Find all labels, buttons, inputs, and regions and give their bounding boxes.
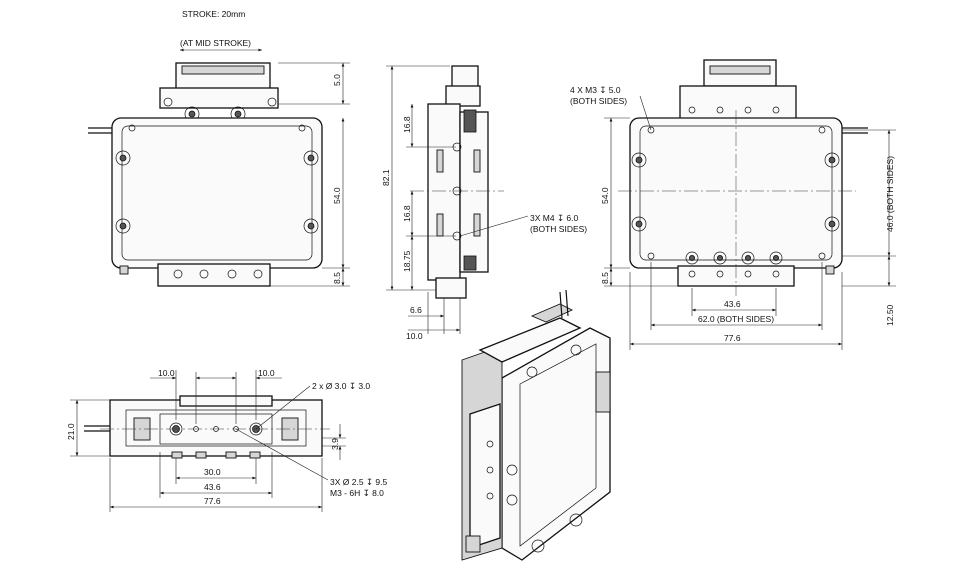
m3-holes-note-1: 4 X M3 ↧ 5.0	[570, 85, 621, 95]
dim-side-d1: 16.8	[402, 116, 412, 133]
dim-back-inner: 43.6	[724, 299, 741, 309]
dim-front-top: 5.0	[332, 74, 342, 86]
m4-holes-note-1: 3X M4 ↧ 6.0	[530, 213, 579, 223]
dim-top-left: 10.0	[158, 368, 175, 378]
dowel-holes-note: 2 x Ø 3.0 ↧ 3.0	[312, 381, 370, 391]
back-view	[604, 59, 896, 350]
top-view	[70, 370, 346, 512]
dim-back-both-sides: 62.0 (BOTH SIDES)	[698, 314, 774, 324]
dim-top-height: 21.0	[66, 423, 76, 440]
isometric-view	[461, 289, 611, 561]
m3-holes-note-2: (BOTH SIDES)	[570, 96, 627, 106]
dim-side-d3: 18.75	[402, 250, 412, 272]
m4-holes-note-2: (BOTH SIDES)	[530, 224, 587, 234]
dim-front-bottom: 8.5	[332, 272, 342, 284]
thread-holes-note-1: 3X Ø 2.5 ↧ 9.5	[330, 477, 387, 487]
front-view	[88, 48, 350, 287]
dim-top-inner: 30.0	[204, 467, 221, 477]
dim-side-overall: 82.1	[381, 169, 391, 186]
dim-top-right: 10.0	[258, 368, 275, 378]
dim-back-right-height: 46.0 (BOTH SIDES)	[885, 156, 895, 232]
dim-front-height: 54.0	[332, 187, 342, 204]
dim-back-bottom: 8.5	[600, 272, 610, 284]
dim-side-w1: 6.6	[410, 305, 422, 315]
side-view	[386, 65, 529, 334]
mid-stroke-note: (AT MID STROKE)	[180, 38, 251, 48]
thread-holes-note-2: M3 - 6H ↧ 8.0	[330, 488, 384, 498]
dim-back-height: 54.0	[600, 187, 610, 204]
dim-side-w2: 10.0	[406, 331, 423, 341]
dim-top-small: 3.9	[330, 438, 340, 450]
dim-back-overall: 77.6	[724, 333, 741, 343]
dim-top-mid: 43.6	[204, 482, 221, 492]
dim-top-overall: 77.6	[204, 496, 221, 506]
stroke-note: STROKE: 20mm	[182, 9, 245, 19]
dim-back-right-bottom: 12.50	[885, 304, 895, 326]
dim-side-d2: 16.8	[402, 205, 412, 222]
